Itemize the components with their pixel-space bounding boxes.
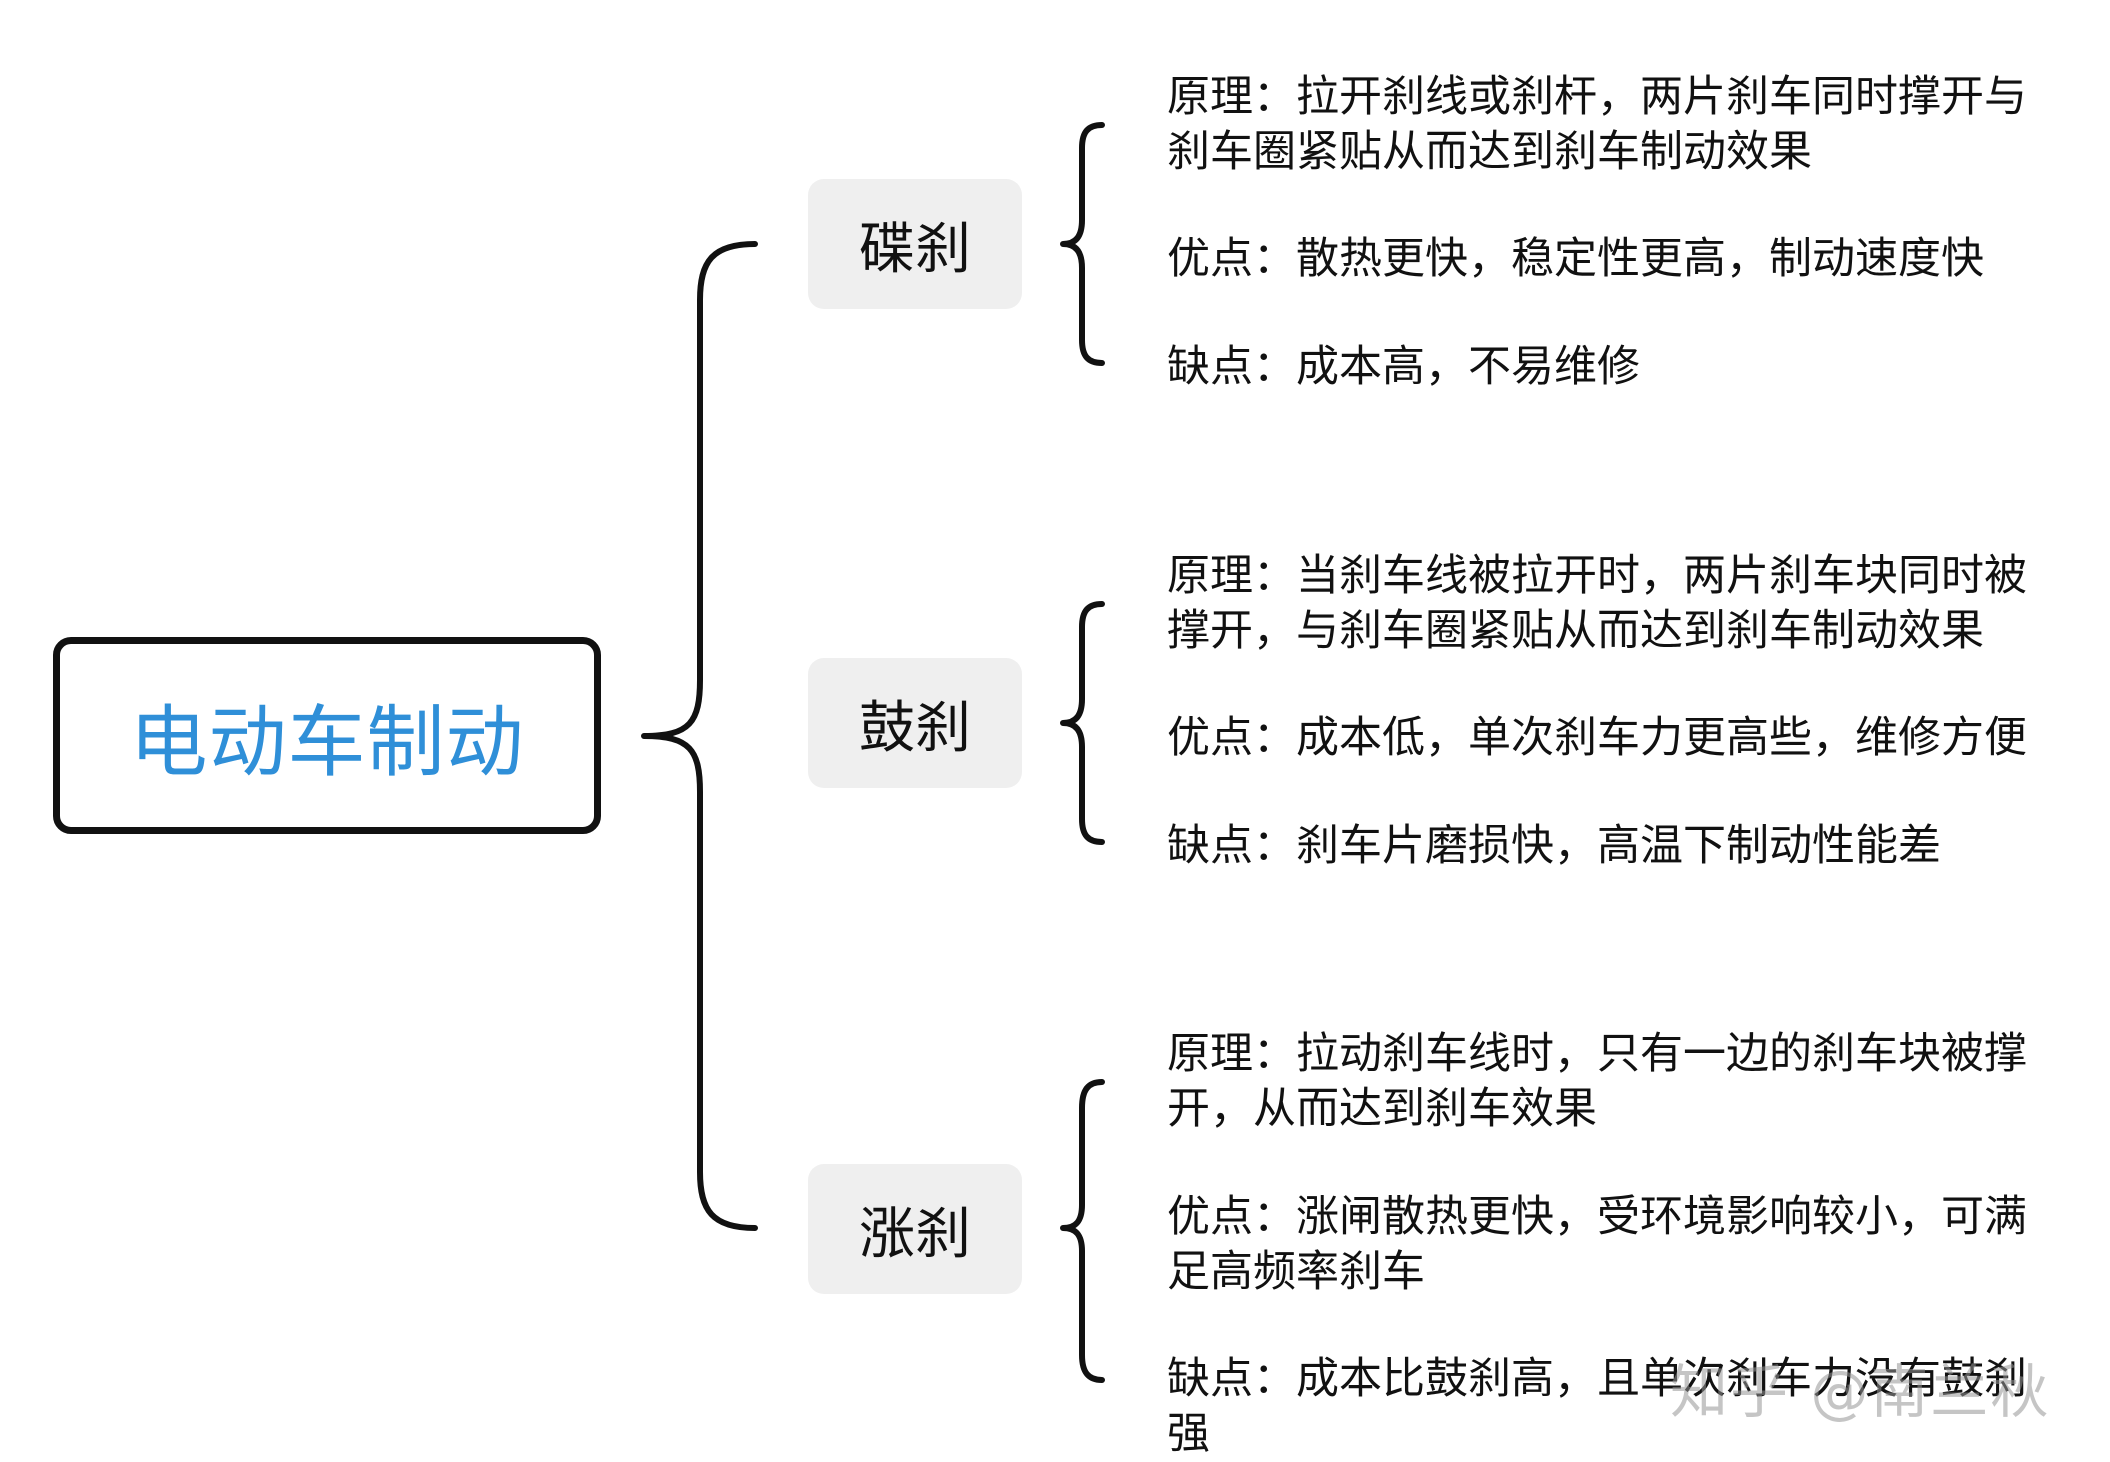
- branch-label: 碟刹: [859, 216, 971, 282]
- leaf-disc-principle: 原理：拉开刹线或刹杆，两片刹车同时撑开与刹车圈紧贴从而达到刹车制动效果: [1167, 72, 2027, 177]
- bracket-drum: [1060, 601, 1105, 845]
- watermark: 知乎 @南兰秋: [1670, 1358, 2051, 1426]
- leaf-drum-cons: 缺点：刹车片磨损快，高温下制动性能差: [1167, 821, 1941, 871]
- leaf-disc-cons: 缺点：成本高，不易维修: [1167, 342, 1640, 392]
- branch-label: 涨刹: [859, 1201, 971, 1267]
- root-node: 电动车制动: [53, 637, 601, 834]
- branch-node-expansion-brake: 涨刹: [808, 1164, 1022, 1294]
- bracket-disc: [1060, 122, 1105, 366]
- root-label: 电动车制动: [129, 697, 525, 788]
- leaf-expand-principle: 原理：拉动刹车线时，只有一边的刹车块被撑开，从而达到刹车效果: [1167, 1029, 2027, 1134]
- leaf-expand-pros: 优点：涨闸散热更快，受环境影响较小，可满足高频率刹车: [1167, 1192, 2027, 1297]
- main-bracket: [641, 241, 758, 1231]
- branch-label: 鼓刹: [859, 695, 971, 761]
- leaf-drum-principle: 原理：当刹车线被拉开时，两片刹车块同时被撑开，与刹车圈紧贴从而达到刹车制动效果: [1167, 551, 2027, 656]
- bracket-expand: [1060, 1079, 1105, 1383]
- leaf-drum-pros: 优点：成本低，单次刹车力更高些，维修方便: [1167, 713, 2027, 763]
- branch-node-drum-brake: 鼓刹: [808, 658, 1022, 788]
- leaf-expand-cons: 缺点：成本比鼓刹高，且单次刹车力没有鼓刹强: [1167, 1354, 2027, 1459]
- branch-node-disc-brake: 碟刹: [808, 179, 1022, 309]
- leaf-disc-pros: 优点：散热更快，稳定性更高，制动速度快: [1167, 234, 1984, 284]
